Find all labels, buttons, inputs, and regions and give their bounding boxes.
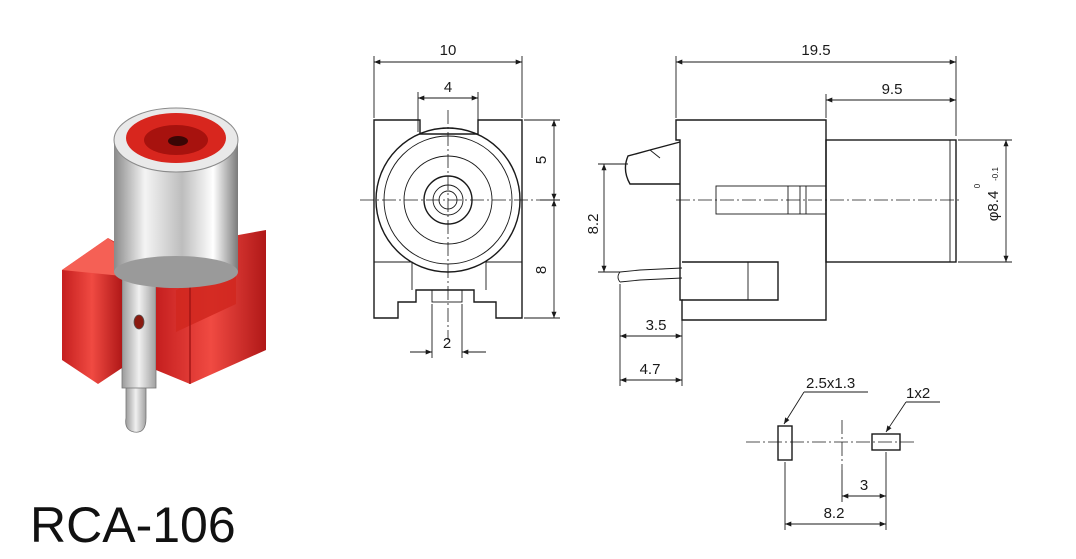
pcb-layout: 2.5x1.3 1x2 3 8.2	[746, 375, 940, 530]
side-upper-latch	[624, 141, 681, 185]
pcb-pad-right	[871, 433, 901, 451]
dim-pin-width-label: 2	[443, 335, 451, 352]
front-view: 10 4 5 8 2	[360, 42, 560, 358]
pad-left-label: 2.5x1.3	[806, 375, 855, 392]
dim-pin-offset-1-label: 3.5	[646, 317, 667, 334]
pad-left-leader	[783, 391, 805, 425]
side-barrel	[825, 139, 957, 263]
dim-pad-spacing-label: 3	[860, 477, 868, 494]
rca-jack-illustration	[62, 107, 266, 433]
dim-body-height-label: 8.2	[585, 214, 602, 235]
side-body-outline	[675, 119, 827, 321]
dim-total-spacing-label: 8.2	[824, 505, 845, 522]
pad-right-leader	[885, 401, 907, 433]
side-lower-lead	[617, 267, 683, 283]
lower-pin	[125, 377, 147, 433]
model-name: RCA-106	[30, 497, 236, 553]
dim-barrel-diameter-label: φ8.4	[985, 191, 1002, 222]
center-hole	[168, 136, 188, 146]
pcb-pad-left	[777, 425, 793, 461]
dim-upper-height-label: 5	[533, 156, 550, 164]
dim-tolerance-upper: 0	[973, 183, 982, 188]
pad-right-label: 1x2	[906, 385, 930, 402]
front-body-outline	[373, 119, 523, 319]
front-pin-box	[431, 289, 463, 303]
barrel-bottom	[114, 256, 238, 288]
side-lower-pin	[682, 261, 779, 301]
side-view: 19.5 9.5 8.2 φ8.4 0 -0.1 3.5 4.7	[585, 42, 1012, 386]
dim-pin-offset-2-label: 4.7	[640, 361, 661, 378]
dim-lower-height-label: 8	[533, 266, 550, 274]
dim-barrel-length-label: 9.5	[882, 81, 903, 98]
pin-hole	[133, 314, 145, 330]
dim-front-width-label: 10	[440, 42, 457, 59]
dim-total-length-label: 19.5	[801, 42, 830, 59]
dim-center-opening-label: 4	[444, 79, 452, 96]
dim-tolerance-lower: -0.1	[991, 167, 1000, 181]
